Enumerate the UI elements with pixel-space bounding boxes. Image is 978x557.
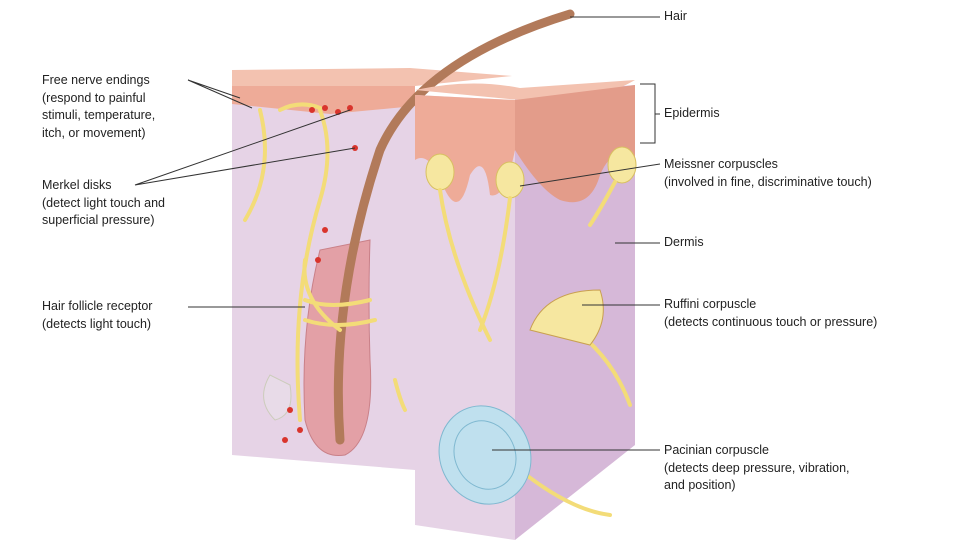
label-desc: (involved in fine, discriminative touch) <box>664 174 872 189</box>
label-title: Epidermis <box>664 106 720 120</box>
label-ruffini-corpuscle: Ruffini corpuscle (detects continuous to… <box>664 296 877 331</box>
left-nerves <box>243 102 407 422</box>
pacinian-corpuscle <box>438 405 532 505</box>
left-block-epidermis <box>232 86 415 114</box>
left-skin-block <box>232 9 575 470</box>
label-desc: stimuli, temperature, <box>42 108 156 122</box>
right-side-epidermis <box>515 85 635 203</box>
label-title: Hair <box>664 9 687 23</box>
pacinian-lamellae <box>453 420 517 490</box>
label-desc: itch, or movement) <box>42 125 146 140</box>
label-free-nerve-endings: Free nerve endings (respond to painful s… <box>42 72 155 142</box>
label-desc: (detects deep pressure, vibration, <box>664 460 850 475</box>
merkel-disks <box>282 105 358 443</box>
hair-shaft <box>333 9 575 445</box>
label-title: Dermis <box>664 235 704 249</box>
label-title: Ruffini corpuscle <box>664 297 757 311</box>
label-pacinian-corpuscle: Pacinian corpuscle (detects deep pressur… <box>664 442 850 495</box>
ruffini-corpuscle <box>529 289 604 346</box>
label-desc: and position) <box>664 478 736 492</box>
label-title: Hair follicle receptor <box>42 299 153 313</box>
left-block-top <box>232 68 512 86</box>
label-merkel-disks: Merkel disks (detect light touch and sup… <box>42 177 165 230</box>
label-title: Meissner corpuscles <box>664 157 778 171</box>
label-desc: (detects continuous touch or pressure) <box>664 314 878 329</box>
label-dermis: Dermis <box>664 234 704 252</box>
label-desc: (detects light touch) <box>42 316 152 331</box>
label-meissner-corpuscles: Meissner corpuscles (involved in fine, d… <box>664 156 872 191</box>
meissner-corpuscles <box>425 146 637 199</box>
sebaceous-gland <box>263 374 292 421</box>
label-title: Free nerve endings <box>42 73 150 87</box>
label-epidermis: Epidermis <box>664 105 720 123</box>
label-hair-follicle-receptor: Hair follicle receptor (detects light to… <box>42 298 152 333</box>
label-title: Merkel disks <box>42 178 112 192</box>
label-desc: (detect light touch and <box>42 195 165 210</box>
label-title: Pacinian corpuscle <box>664 443 769 457</box>
label-desc: (respond to painful <box>42 90 146 105</box>
label-hair: Hair <box>664 8 687 26</box>
right-skin-block <box>415 80 637 540</box>
right-nerves <box>438 180 632 517</box>
label-desc: superficial pressure) <box>42 213 155 227</box>
leader-lines <box>134 16 661 451</box>
